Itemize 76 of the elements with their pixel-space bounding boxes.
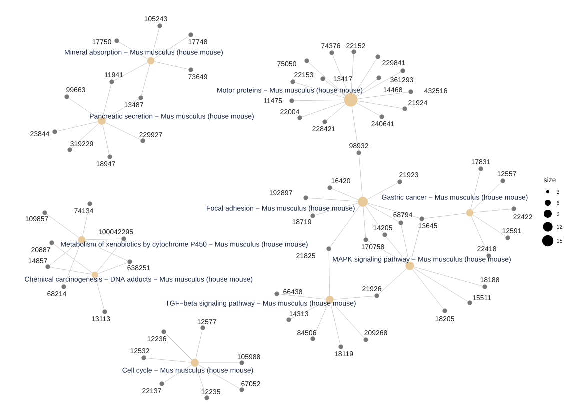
edge-line — [332, 302, 365, 338]
edge-line — [356, 103, 380, 116]
edge-line — [359, 155, 363, 198]
edge-line — [102, 124, 110, 155]
edge-line — [152, 28, 160, 58]
edge-line — [98, 262, 128, 274]
edge-line — [332, 55, 349, 94]
edge-line — [118, 42, 148, 60]
edge-line — [96, 240, 123, 273]
edge-line — [315, 203, 358, 216]
edge-line — [302, 102, 345, 118]
edge-line — [328, 251, 330, 296]
edge-line — [414, 268, 468, 302]
edge-line — [352, 106, 359, 151]
edge-line — [291, 302, 326, 320]
edge-line — [474, 209, 512, 213]
edge-line — [330, 304, 341, 345]
edge-line — [294, 100, 344, 102]
edge-line — [324, 80, 346, 96]
edge-line — [166, 334, 192, 360]
edge-line — [314, 304, 329, 337]
edge-line — [326, 104, 346, 121]
edge-line — [410, 221, 422, 262]
edge-line — [367, 204, 400, 222]
edge-line — [196, 330, 203, 360]
edge-line — [198, 364, 240, 389]
edge-line — [86, 238, 122, 240]
edge-line — [50, 267, 92, 275]
edge-line — [401, 225, 410, 262]
edge-line — [308, 198, 358, 202]
edge-line — [105, 99, 140, 120]
edge-line — [279, 294, 326, 300]
edge-line — [64, 243, 81, 285]
edge-line — [82, 206, 90, 236]
edge-line — [102, 84, 112, 118]
edge-line — [332, 188, 358, 200]
edge-line — [96, 278, 105, 310]
edge-line — [412, 269, 444, 310]
edge-line — [146, 358, 192, 363]
edge-line — [308, 62, 346, 96]
edge-line — [154, 36, 190, 60]
edge-line — [366, 206, 384, 234]
edge-line — [358, 92, 409, 100]
edge-line — [368, 203, 420, 218]
edge-line — [114, 62, 148, 82]
edge-line — [378, 268, 407, 295]
edge-line — [363, 206, 366, 238]
edge-line — [330, 206, 360, 248]
edge-line — [295, 82, 345, 98]
edge-line — [72, 124, 100, 149]
edge-line — [414, 267, 483, 287]
edge-line — [386, 236, 408, 263]
edge-line — [154, 62, 189, 70]
edge-line — [50, 242, 80, 266]
edge-line — [368, 241, 406, 264]
edge-line — [424, 213, 466, 219]
edge-line — [334, 296, 375, 300]
edge-line — [57, 122, 98, 132]
edge-line — [358, 100, 403, 109]
edge-line — [367, 183, 398, 200]
edge-line — [351, 54, 354, 94]
edge-line — [54, 244, 92, 274]
edge-line — [46, 214, 80, 238]
edge-line — [470, 171, 481, 210]
edge-line — [356, 79, 378, 96]
edge-line — [85, 241, 128, 262]
edge-line — [356, 72, 402, 97]
edge-line — [141, 64, 150, 96]
edge-line — [164, 365, 192, 383]
edge-line — [354, 58, 377, 94]
edge-line — [472, 214, 506, 237]
edge-line — [106, 122, 141, 140]
edge-line — [472, 182, 502, 211]
edge-line — [68, 98, 99, 119]
edge-line — [471, 216, 488, 254]
edge-line — [196, 366, 206, 396]
